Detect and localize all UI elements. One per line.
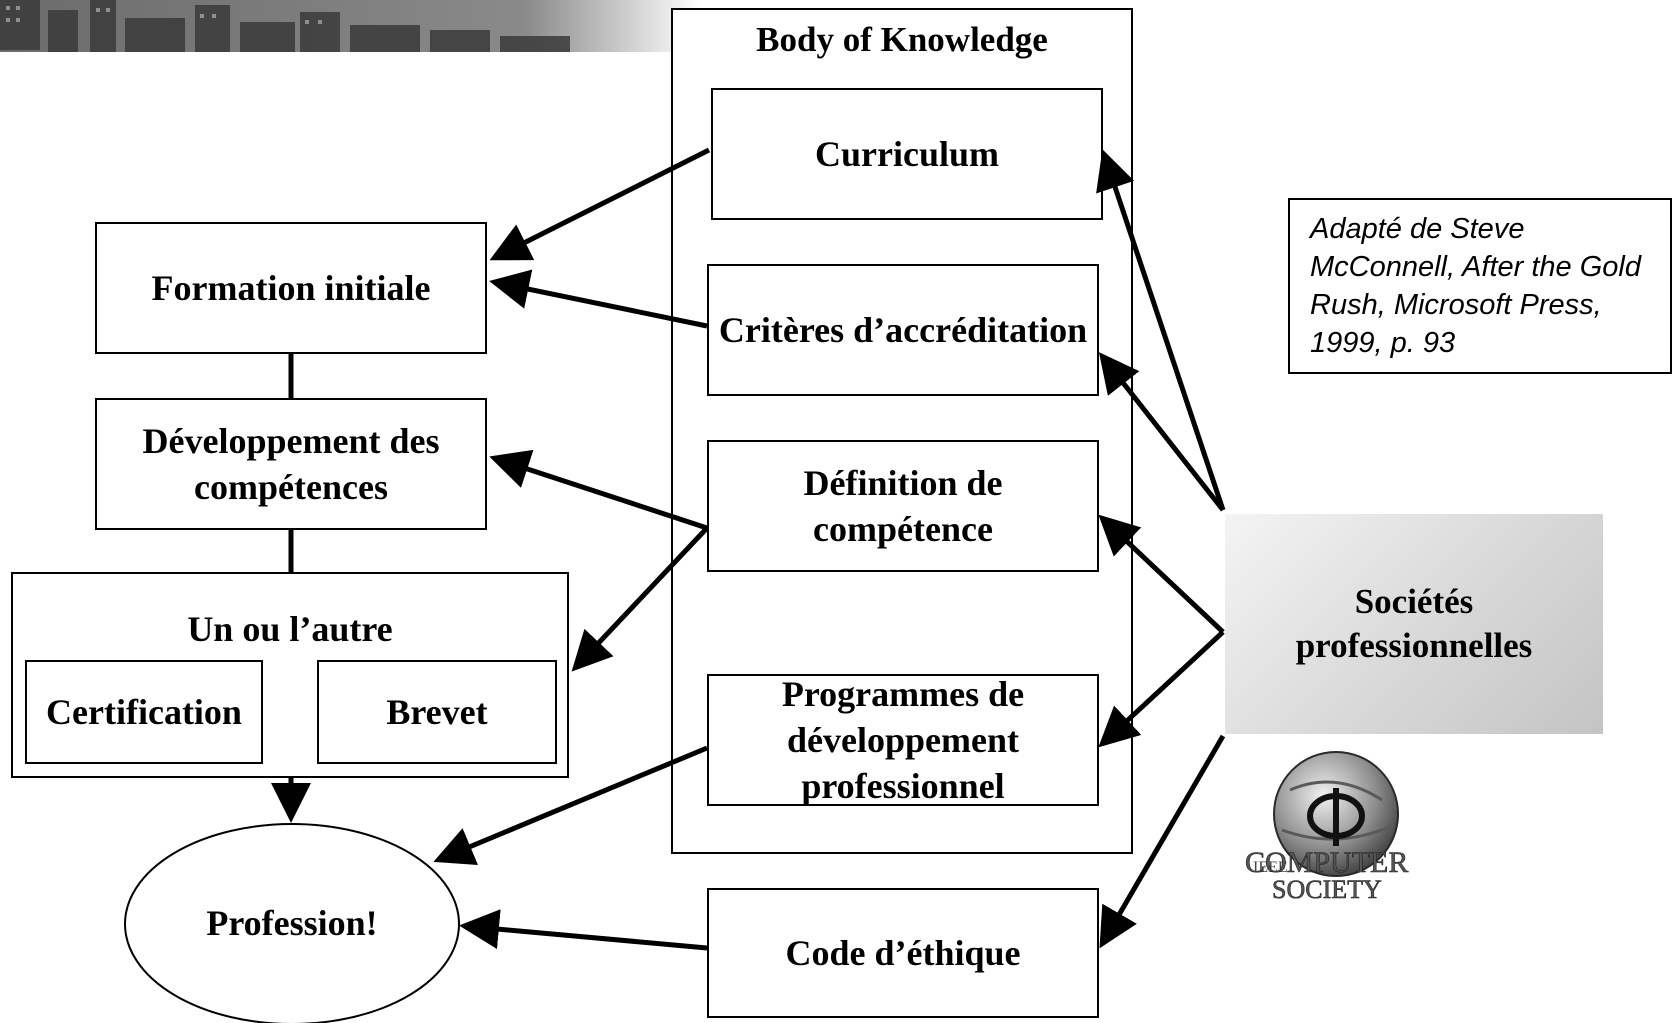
arrow-programmes-profession bbox=[433, 745, 708, 866]
programmes-developpement-box: Programmes de développement professionne… bbox=[707, 674, 1099, 806]
criteres-accreditation-box: Critères d’accréditation bbox=[707, 264, 1099, 396]
arrow-societes-curriculum bbox=[1096, 149, 1226, 511]
body-of-knowledge-title: Body of Knowledge bbox=[756, 20, 1048, 59]
profession-ellipse bbox=[124, 823, 460, 1023]
arrow-societes-definition bbox=[1098, 514, 1225, 634]
arrow-societes-criteres bbox=[1098, 352, 1225, 512]
arrow-criteres-formation bbox=[489, 269, 708, 329]
arrow-curriculum-formation bbox=[489, 147, 711, 261]
code-ethique-box: Code d’éthique bbox=[707, 888, 1099, 1018]
citation-box: Adapté de Steve McConnell, After the Gol… bbox=[1288, 198, 1672, 374]
definition-competence-box: Définition de compétence bbox=[707, 440, 1099, 572]
formation-initiale-box: Formation initiale bbox=[95, 222, 487, 354]
un-ou-autre-label: Un ou l’autre bbox=[187, 609, 393, 649]
curriculum-box: Curriculum bbox=[711, 88, 1103, 220]
developpement-competences-box: Développement des compétences bbox=[95, 398, 487, 530]
logo-text-top: IEEE bbox=[1253, 859, 1288, 876]
header-photo bbox=[0, 0, 700, 60]
arrow-societes-programmes bbox=[1098, 630, 1225, 748]
societes-professionnelles-box: Sociétés professionnelles bbox=[1225, 514, 1603, 734]
arrow-societes-code bbox=[1099, 734, 1226, 949]
brevet-box: Brevet bbox=[317, 660, 557, 764]
computer-society-logo: IEEE COMPUTER SOCIETY bbox=[1245, 751, 1409, 904]
arrow-code-profession bbox=[459, 909, 708, 951]
arrow-definition-developpement bbox=[489, 449, 708, 531]
profession-label: Profession! bbox=[206, 903, 378, 943]
logo-text-sub: SOCIETY bbox=[1272, 875, 1382, 904]
arrow-definition-unouautre bbox=[571, 526, 709, 672]
certification-box: Certification bbox=[25, 660, 263, 764]
logo-text-main: COMPUTER bbox=[1245, 846, 1408, 879]
